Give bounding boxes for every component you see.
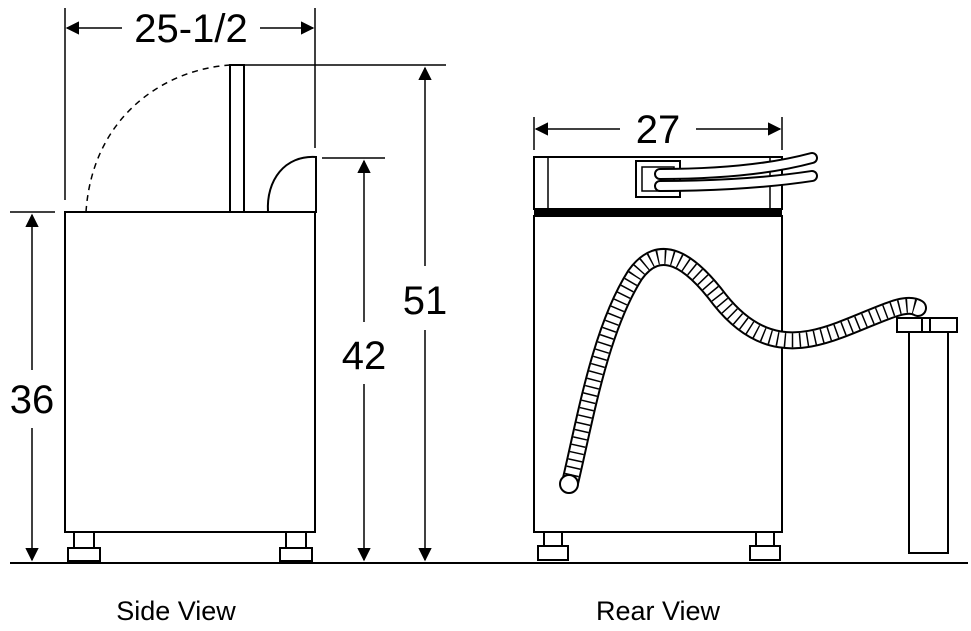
side-foot-right xyxy=(279,531,313,562)
rear-view: 27 Rear View xyxy=(533,108,958,626)
side-lid-swing-arc xyxy=(85,64,231,213)
side-control-post xyxy=(229,64,245,213)
rear-foot-left xyxy=(537,531,569,561)
drain-hose-end xyxy=(559,474,579,494)
side-total-height-label: 51 xyxy=(403,279,448,323)
drain-hose xyxy=(559,248,927,494)
side-body-height-label: 36 xyxy=(10,378,55,422)
drain-standpipe xyxy=(896,317,958,554)
rear-black-band xyxy=(534,209,782,216)
side-view: 25-1/2 36 42 51 Side View xyxy=(10,7,448,626)
side-lid-height-label: 42 xyxy=(342,334,387,378)
side-foot-left xyxy=(67,531,101,562)
side-view-caption: Side View xyxy=(116,596,236,626)
inlet-hoses xyxy=(654,152,818,192)
rear-view-caption: Rear View xyxy=(596,596,721,626)
rear-foot-right xyxy=(749,531,781,561)
side-cabinet xyxy=(64,211,316,533)
side-lid-hump xyxy=(266,155,317,213)
rear-width-label: 27 xyxy=(636,108,681,152)
side-width-label: 25-1/2 xyxy=(134,7,247,51)
